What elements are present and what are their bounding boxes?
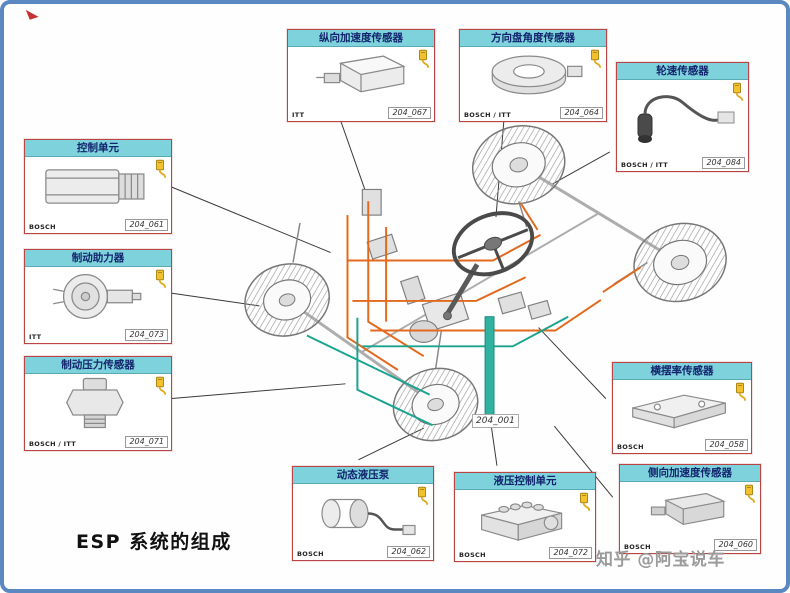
yaw-rate-sensor-illustration <box>613 380 751 436</box>
sensor-marker-icon <box>154 268 170 290</box>
brand-label: BOSCH <box>624 543 651 551</box>
part-number: 204_071 <box>125 436 168 448</box>
component-box-dynamic-hydraulic-pump: 动态液压泵 BOSCH 204_062 <box>292 466 434 561</box>
wiring-orange <box>346 201 642 371</box>
sensor-marker-icon <box>743 483 759 505</box>
wheel-top <box>471 125 566 205</box>
component-box-brake-booster: 制动助力器 ITT 204_073 <box>24 249 172 344</box>
part-number: 204_067 <box>388 107 431 119</box>
component-box-brake-pressure-sensor: 制动压力传感器 BOSCH / ITT 204_071 <box>24 356 172 451</box>
watermark: 知乎 @阿宝说车 <box>596 550 725 570</box>
brand-label: BOSCH <box>29 223 56 231</box>
red-corner-mark <box>25 9 39 20</box>
sensor-marker-icon <box>578 491 594 513</box>
wheel-bottom <box>392 367 479 442</box>
component-box-yaw-rate-sensor: 横摆率传感器 BOSCH 204_058 <box>612 362 752 454</box>
sensor-marker-icon <box>734 381 750 403</box>
component-title: 横摆率传感器 <box>613 363 751 380</box>
component-title: 轮速传感器 <box>617 63 748 80</box>
part-number: 204_062 <box>387 546 430 558</box>
lateral-acceleration-sensor-illustration <box>620 482 760 536</box>
chassis-diagram <box>25 9 727 498</box>
brand-label: BOSCH / ITT <box>464 111 512 119</box>
component-box-longitudinal-acceleration-sensor: 纵向加速度传感器 ITT 204_067 <box>287 29 435 122</box>
sensor-marker-icon <box>154 375 170 397</box>
component-title: 制动助力器 <box>25 250 171 267</box>
brand-label: BOSCH <box>617 443 644 451</box>
center-part-number: 204_001 <box>472 414 519 428</box>
component-title: 方向盘角度传感器 <box>460 30 606 47</box>
component-box-steering-angle-sensor: 方向盘角度传感器 BOSCH / ITT 204_064 <box>459 29 607 122</box>
wiring-teal <box>306 315 569 427</box>
part-number: 204_058 <box>705 439 748 451</box>
component-title: 液压控制单元 <box>455 473 595 490</box>
control-unit-illustration <box>25 157 171 216</box>
longitudinal-acceleration-sensor-illustration <box>288 47 434 104</box>
brand-label: BOSCH / ITT <box>29 440 77 448</box>
diagram-title: ESP 系统的组成 <box>76 531 232 553</box>
component-box-control-unit: 控制单元 BOSCH 204_061 <box>24 139 172 234</box>
component-box-hydraulic-control-unit: 液压控制单元 BOSCH 204_072 <box>454 472 596 562</box>
part-number: 204_064 <box>560 107 603 119</box>
sensor-marker-icon <box>417 48 433 70</box>
teal-hydraulic-line <box>484 316 495 428</box>
component-title: 侧向加速度传感器 <box>620 465 760 482</box>
component-box-wheel-speed-sensor: 轮速传感器 BOSCH / ITT 204_084 <box>616 62 749 172</box>
sensor-marker-icon <box>416 485 432 507</box>
steering-wheel <box>443 211 535 321</box>
part-number: 204_073 <box>125 329 168 341</box>
hydraulic-control-unit-illustration <box>455 490 595 544</box>
component-title: 动态液压泵 <box>293 467 433 484</box>
wheel-right <box>633 222 727 303</box>
component-title: 控制单元 <box>25 140 171 157</box>
component-box-lateral-acceleration-sensor: 侧向加速度传感器 BOSCH 204_060 <box>619 464 761 554</box>
brand-label: ITT <box>292 111 305 119</box>
dynamic-hydraulic-pump-illustration <box>293 484 433 543</box>
brake-pressure-sensor-illustration <box>25 374 171 433</box>
brand-label: BOSCH <box>297 550 324 558</box>
part-number: 204_072 <box>549 547 592 559</box>
brand-label: ITT <box>29 333 42 341</box>
component-title: 制动压力传感器 <box>25 357 171 374</box>
sensor-marker-icon <box>731 81 747 103</box>
part-number: 204_060 <box>714 539 757 551</box>
sensor-marker-icon <box>154 158 170 180</box>
brand-label: BOSCH / ITT <box>621 161 669 169</box>
steering-angle-sensor-illustration <box>460 47 606 104</box>
wheel-speed-sensor-illustration <box>617 80 748 154</box>
part-number: 204_061 <box>125 219 168 231</box>
component-title: 纵向加速度传感器 <box>288 30 434 47</box>
part-number: 204_084 <box>702 157 745 169</box>
brand-label: BOSCH <box>459 551 486 559</box>
wheel-left <box>244 263 330 337</box>
sensor-marker-icon <box>589 48 605 70</box>
brake-booster-illustration <box>25 267 171 326</box>
